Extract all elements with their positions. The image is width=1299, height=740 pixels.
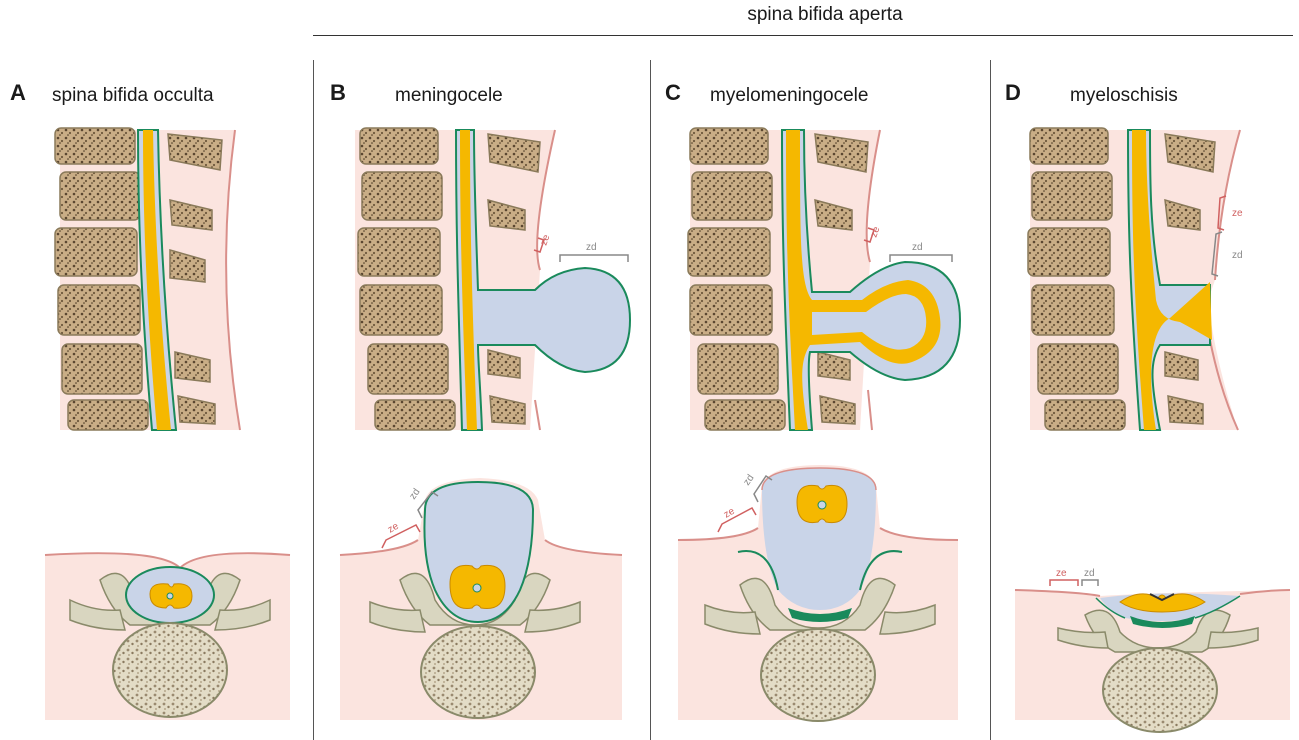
panel-c-brackets: ze zd [864, 225, 952, 262]
ze-label: ze [538, 233, 552, 247]
zd-label: zd [741, 473, 756, 488]
zd-label: zd [912, 242, 923, 253]
panel-c-sagittal [688, 128, 960, 430]
panel-b-axial [340, 478, 622, 720]
ze-label: ze [722, 506, 737, 521]
zd-label: zd [1232, 250, 1243, 261]
ze-label: ze [868, 225, 882, 239]
panel-a-axial [45, 553, 290, 720]
zd-label: zd [1084, 568, 1095, 579]
ze-label: ze [1232, 208, 1243, 219]
panel-a-sagittal [55, 128, 240, 430]
zd-label: zd [586, 242, 597, 253]
panel-d-axial [1015, 590, 1290, 732]
panel-d-sagittal [1028, 128, 1240, 430]
panel-d-axial-brackets: ze zd [1050, 568, 1098, 586]
ze-label: ze [1056, 568, 1067, 579]
panel-b-zd-bracket: zd [560, 242, 628, 262]
panel-c-axial [678, 465, 958, 721]
panel-b-sagittal [355, 128, 630, 430]
zd-label: zd [407, 487, 422, 502]
